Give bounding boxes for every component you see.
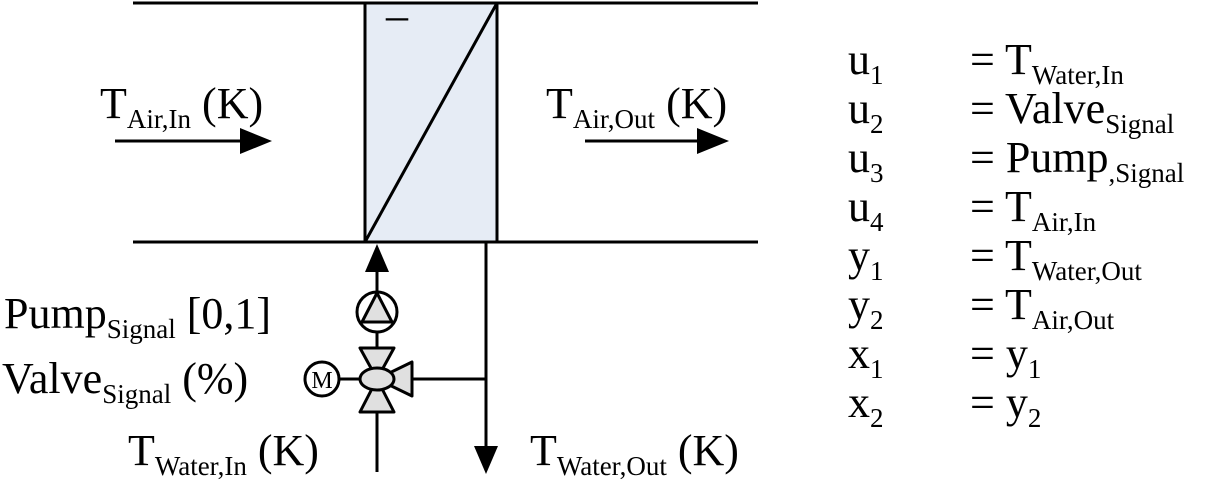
arrow-right-icon: [585, 128, 729, 154]
equation-row: u1 = TWater,In: [848, 35, 1124, 90]
equation-row: u4 = TAir,In: [848, 182, 1097, 237]
equation-rhs: = Pump,Signal: [970, 133, 1184, 188]
equation-rhs: = TAir,Out: [970, 280, 1115, 335]
equation-lhs: y2: [848, 280, 884, 335]
equation-row: x1 = y1: [848, 329, 1041, 384]
equation-lhs: u1: [848, 35, 884, 90]
variable-definitions: u1 = TWater,In u2 = ValveSignal u3 = Pump,Sig…: [848, 35, 1184, 433]
equation-lhs: y1: [848, 231, 884, 286]
heat-exchanger-sign: –: [385, 0, 409, 40]
equation-row: u2 = ValveSignal: [848, 84, 1174, 139]
valve-signal-label: ValveSignal (%): [2, 354, 248, 409]
equation-rhs: = TWater,Out: [970, 231, 1142, 286]
arrow-right-icon: [115, 128, 272, 154]
water-in-label: TWater,In (K): [128, 426, 319, 481]
air-in-label: TAir,In (K): [100, 79, 263, 134]
equation-row: y2 = TAir,Out: [848, 280, 1115, 335]
equation-lhs: u3: [848, 133, 884, 188]
heat-exchanger-diagonal: [363, 2, 499, 243]
equation-lhs: x2: [848, 378, 884, 433]
equation-lhs: x1: [848, 329, 884, 384]
three-way-valve-icon: [358, 346, 414, 414]
equation-row: y1 = TWater,Out: [848, 231, 1142, 286]
arrow-up-icon: [365, 244, 389, 272]
equation-rhs: = TAir,In: [970, 182, 1097, 237]
equation-rhs: = TWater,In: [970, 35, 1124, 90]
equation-rhs: = ValveSignal: [970, 84, 1174, 139]
equation-lhs: u4: [848, 182, 884, 237]
pump-signal-label: PumpSignal [0,1]: [4, 289, 271, 344]
equation-row: u3 = Pump,Signal: [848, 133, 1184, 188]
water-out-label: TWater,Out (K): [530, 426, 739, 481]
air-out-label: TAir,Out (K): [546, 79, 727, 134]
equation-rhs: = y2: [970, 378, 1041, 433]
equation-rhs: = y1: [970, 329, 1041, 384]
equation-lhs: u2: [848, 84, 884, 139]
motor-letter: M: [311, 368, 332, 394]
arrow-down-icon: [474, 446, 498, 474]
motor-icon: M: [303, 360, 360, 398]
equation-row: x2 = y2: [848, 378, 1041, 433]
pump-icon: [355, 290, 399, 334]
